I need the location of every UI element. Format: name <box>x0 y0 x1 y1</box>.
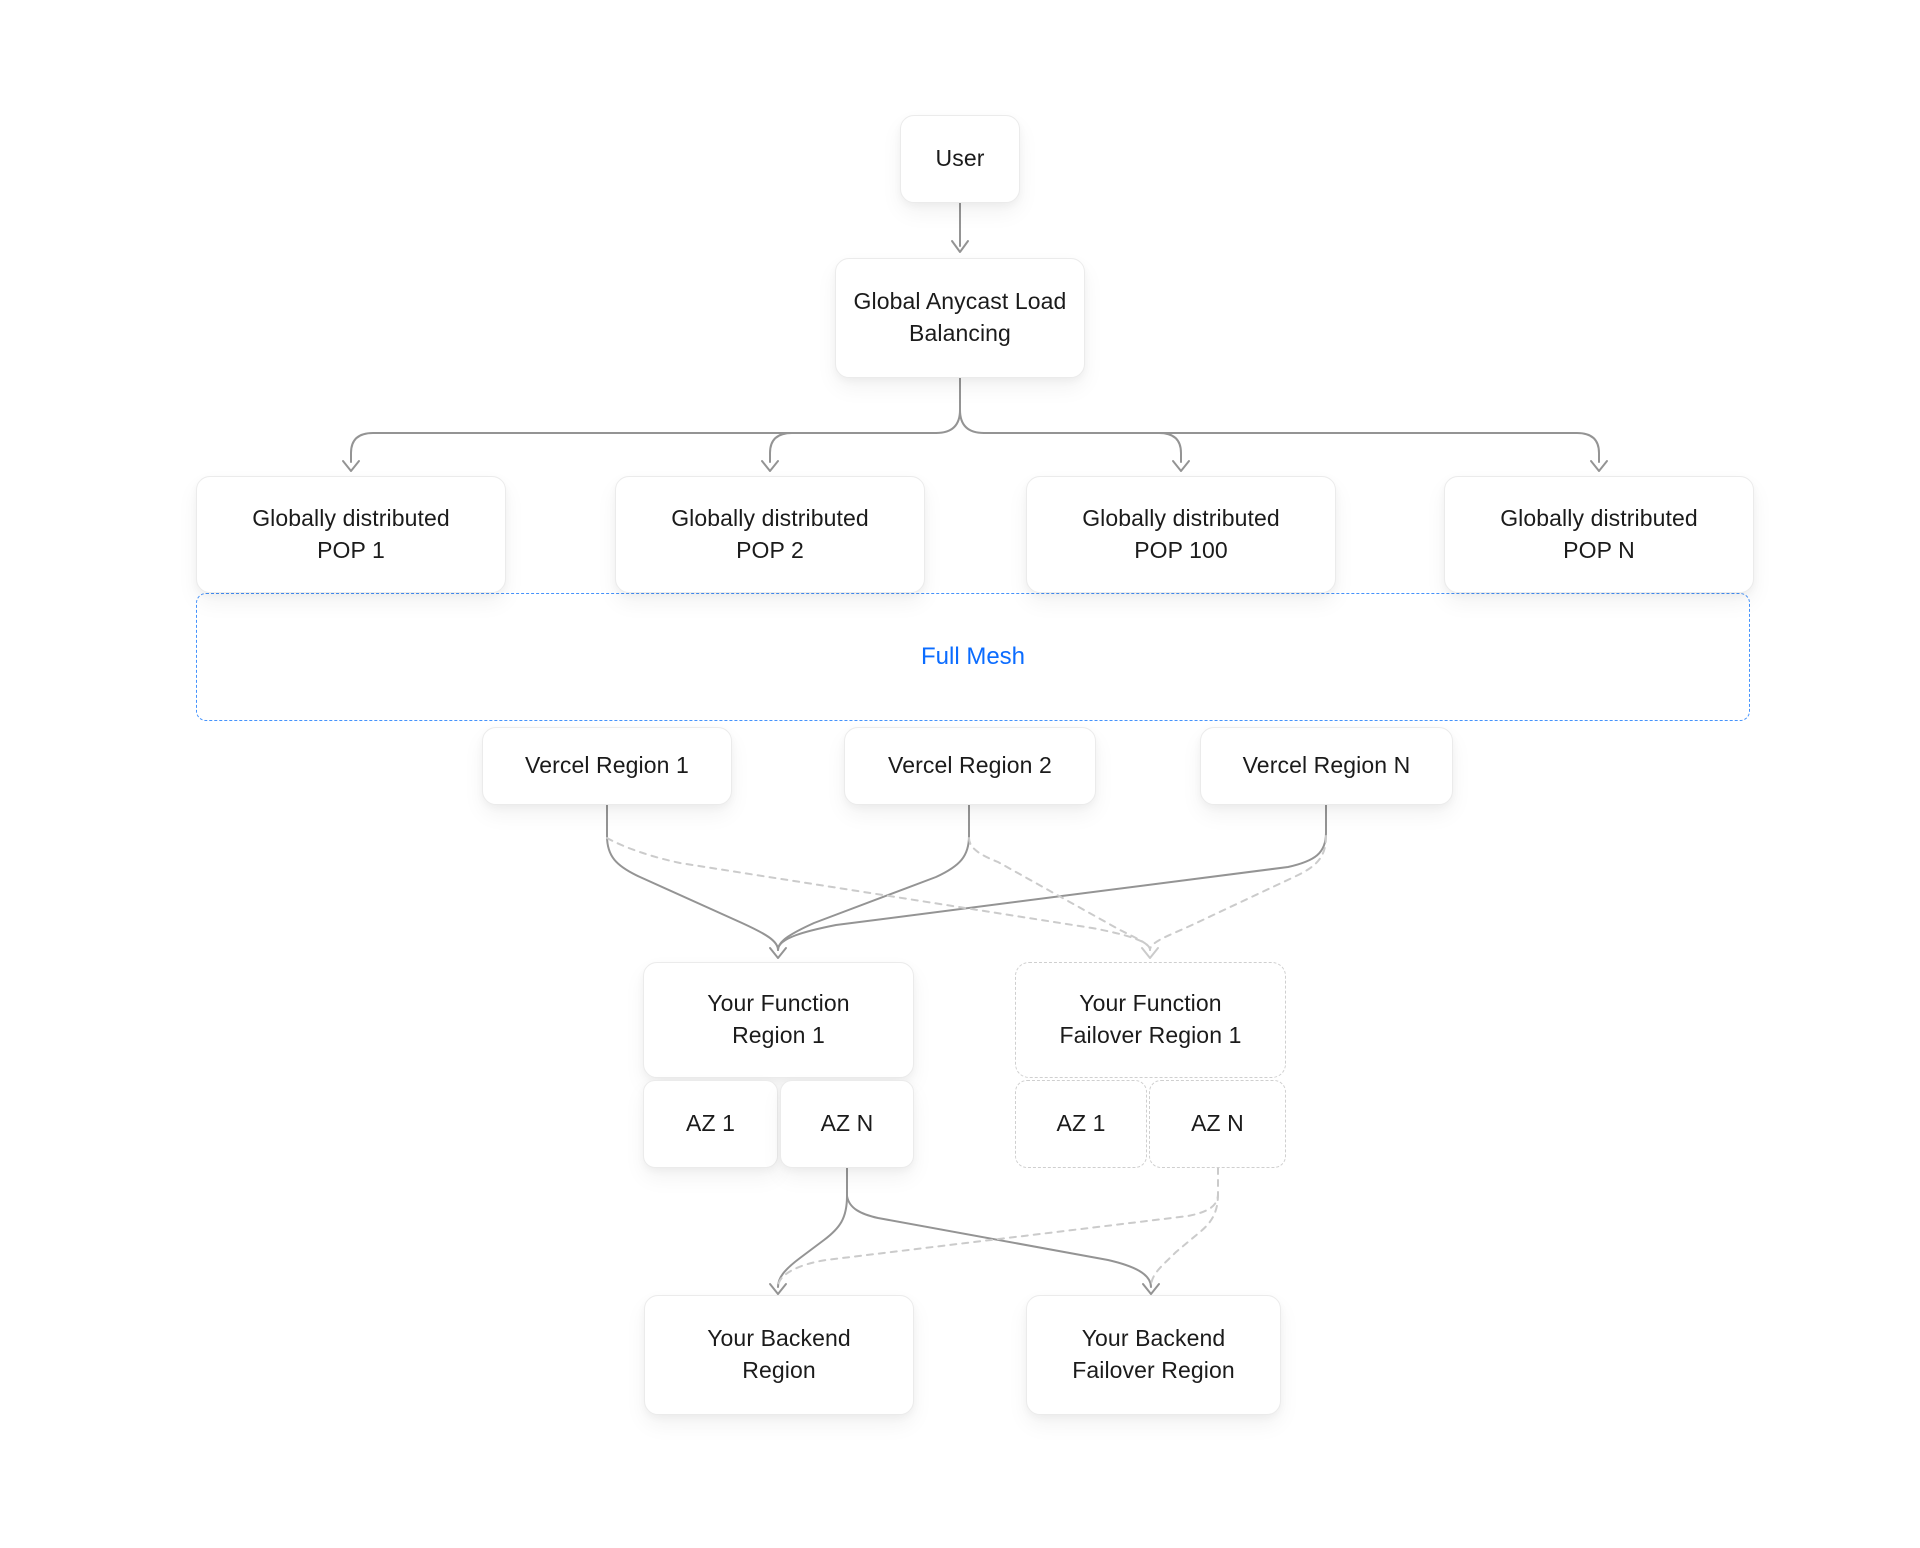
node-your-backend-failover-region: Your Backend Failover Region <box>1026 1295 1281 1415</box>
node-az-n: AZ N <box>780 1080 914 1168</box>
node-backend-failover-label: Your Backend Failover Region <box>1072 1325 1235 1383</box>
node-function-region-1-label: Your Function Region 1 <box>707 990 850 1048</box>
node-pop-1: Globally distributed POP 1 <box>196 476 506 593</box>
node-global-anycast-load-balancing: Global Anycast Load Balancing <box>835 258 1085 378</box>
arrowhead-fnf <box>1141 947 1159 959</box>
arrowhead-popn <box>1590 460 1608 472</box>
node-vercel-region-n: Vercel Region N <box>1200 727 1453 805</box>
node-failover-az-n-label: AZ N <box>1191 1110 1244 1137</box>
arrowhead-anycast <box>951 240 969 253</box>
node-az-n-label: AZ N <box>820 1110 874 1137</box>
edge-drop-pop2 <box>769 432 793 463</box>
node-vercel-region-n-label: Vercel Region N <box>1242 752 1411 779</box>
edge-vr2-to-fnf <box>968 837 1151 951</box>
node-pop-n-label: Globally distributed POP N <box>1500 504 1698 563</box>
edge-azn-to-backend <box>777 1167 848 1288</box>
node-vercel-region-1-label: Vercel Region 1 <box>525 752 689 779</box>
node-pop-n: Globally distributed POP N <box>1444 476 1754 593</box>
arrowhead-fn1 <box>769 947 787 959</box>
node-az-1-label: AZ 1 <box>686 1110 735 1137</box>
edge-popbar-right <box>983 432 1600 463</box>
node-pop-100-label: Globally distributed POP 100 <box>1082 504 1280 563</box>
node-az-1: AZ 1 <box>643 1080 778 1168</box>
full-mesh-container: Full Mesh <box>196 593 1750 721</box>
node-vercel-region-2: Vercel Region 2 <box>844 727 1096 805</box>
node-failover-az-1: AZ 1 <box>1015 1080 1147 1168</box>
edge-vrn-to-fnf <box>1149 835 1327 951</box>
edge-vr2-to-fn1 <box>777 804 970 951</box>
node-your-function-region-1: Your Function Region 1 <box>643 962 914 1078</box>
edge-anycast-flare-right <box>959 409 985 434</box>
arrowhead-pop1 <box>342 460 360 472</box>
node-vercel-region-2-label: Vercel Region 2 <box>888 752 1052 779</box>
full-mesh-label: Full Mesh <box>920 643 1026 670</box>
edge-vr1-to-fn1 <box>606 804 779 951</box>
node-pop-2-label: Globally distributed POP 2 <box>671 504 869 563</box>
edge-anycast-flare-left <box>935 409 961 434</box>
node-vercel-region-1: Vercel Region 1 <box>482 727 732 805</box>
node-failover-az-n: AZ N <box>1149 1080 1286 1168</box>
node-backend-region-label: Your Backend Region <box>707 1325 851 1383</box>
node-pop-2: Globally distributed POP 2 <box>615 476 925 593</box>
node-pop-100: Globally distributed POP 100 <box>1026 476 1336 593</box>
arrowhead-backend <box>769 1283 787 1295</box>
edge-vr1-to-fnf <box>606 837 1151 951</box>
edge-fazn-to-backend-failover <box>1150 1193 1219 1288</box>
arrowhead-pop100 <box>1172 460 1190 472</box>
edge-popbar-left <box>350 432 937 463</box>
arrowhead-pop2 <box>761 460 779 472</box>
node-your-backend-region: Your Backend Region <box>644 1295 914 1415</box>
node-pop-1-label: Globally distributed POP 1 <box>252 504 450 563</box>
node-user: User <box>900 115 1020 203</box>
node-anycast-label: Global Anycast Load Balancing <box>853 288 1067 346</box>
edge-drop-pop100 <box>1158 432 1182 463</box>
arrowhead-backend-failover <box>1142 1283 1160 1295</box>
edge-fazn-to-backend <box>777 1167 1219 1288</box>
node-user-label: User <box>935 145 985 172</box>
node-function-failover-label: Your Function Failover Region 1 <box>1059 990 1242 1048</box>
node-your-function-failover-region-1: Your Function Failover Region 1 <box>1015 962 1286 1078</box>
edge-vrn-to-fn1 <box>777 804 1327 951</box>
node-failover-az-1-label: AZ 1 <box>1056 1110 1106 1137</box>
edge-azn-to-backend-failover <box>846 1195 1152 1288</box>
